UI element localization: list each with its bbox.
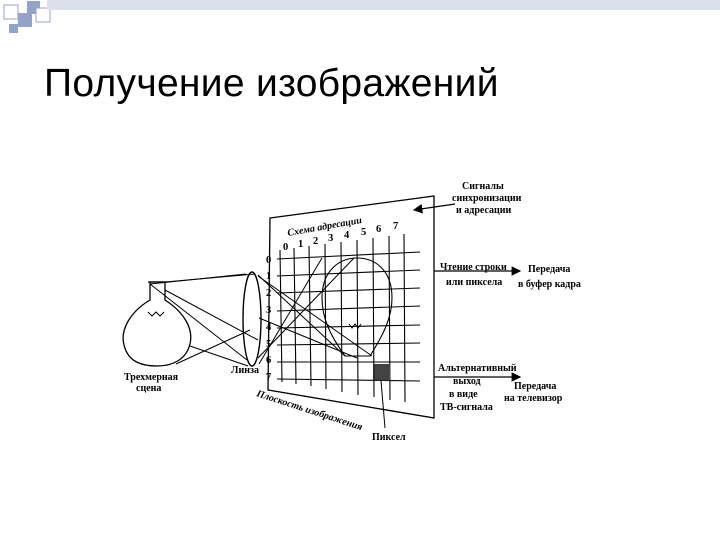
row-index: 4: [266, 322, 272, 333]
buffer-label-2: в буфер кадра: [518, 279, 581, 290]
deco-square: [35, 7, 51, 23]
sync-signals-label-3: и адресации: [456, 205, 512, 216]
light-rays: [149, 257, 373, 367]
lens: [242, 271, 262, 367]
read-label-2: или пиксела: [446, 277, 502, 288]
decorative-squares: [3, 0, 720, 33]
pixel-label: Пиксел: [372, 432, 406, 443]
read-label-1: Чтение строки: [440, 262, 507, 273]
projected-filament: [348, 323, 362, 329]
plane-label: Плоскость изображения: [254, 388, 364, 433]
addressing-scheme-label: Схема адресации: [287, 215, 364, 239]
tv-label-2: на телевизор: [504, 393, 563, 404]
alt-output-label-1: Альтернативный: [438, 363, 517, 374]
col-index: 4: [344, 230, 350, 241]
col-index: 6: [376, 224, 381, 235]
row-index: 2: [266, 288, 271, 299]
scene-bulb: [122, 281, 192, 367]
plane-thickness: [267, 389, 435, 419]
deco-square: [3, 4, 19, 20]
col-index: 1: [298, 239, 303, 250]
scene-label-line1: Трехмерная: [124, 372, 179, 383]
scene-label-line2: сцена: [136, 383, 161, 394]
alt-output-label-2: выход: [453, 376, 481, 387]
alt-output-label-3: в виде: [449, 389, 478, 400]
tv-label-1: Передача: [514, 381, 556, 392]
alt-output-label-4: ТВ-сигнала: [440, 402, 493, 413]
deco-square: [9, 24, 18, 33]
row-index: 0: [266, 255, 271, 266]
column-indices: 0 1 2 3 4 5 6 7: [283, 221, 398, 253]
highlighted-pixel: [373, 364, 389, 381]
lens-label: Линза: [231, 365, 259, 376]
pixel-pointer: [380, 380, 386, 429]
row-indices: 0 1 2 3 4 5 6 7: [266, 255, 272, 383]
col-index: 5: [361, 227, 366, 238]
row-index: 1: [266, 271, 271, 282]
scene-filament: [147, 311, 165, 317]
row-index: 7: [266, 372, 271, 383]
col-index: 2: [313, 236, 318, 247]
sync-signals-label-1: Сигналы: [462, 181, 504, 192]
col-index: 7: [393, 221, 398, 232]
col-index: 0: [283, 242, 288, 253]
deco-square: [47, 0, 720, 10]
col-index: 3: [328, 233, 333, 244]
buffer-label-1: Передача: [528, 264, 570, 275]
row-index: 5: [266, 339, 271, 350]
page-title: Получение изображений: [44, 62, 499, 105]
deco-square: [18, 13, 32, 27]
projected-bulb: [321, 257, 393, 357]
row-index: 6: [266, 355, 271, 366]
sync-signals-arrow: [412, 203, 456, 214]
row-index: 3: [266, 305, 271, 316]
sync-signals-label-2: синхронизации: [452, 193, 522, 204]
